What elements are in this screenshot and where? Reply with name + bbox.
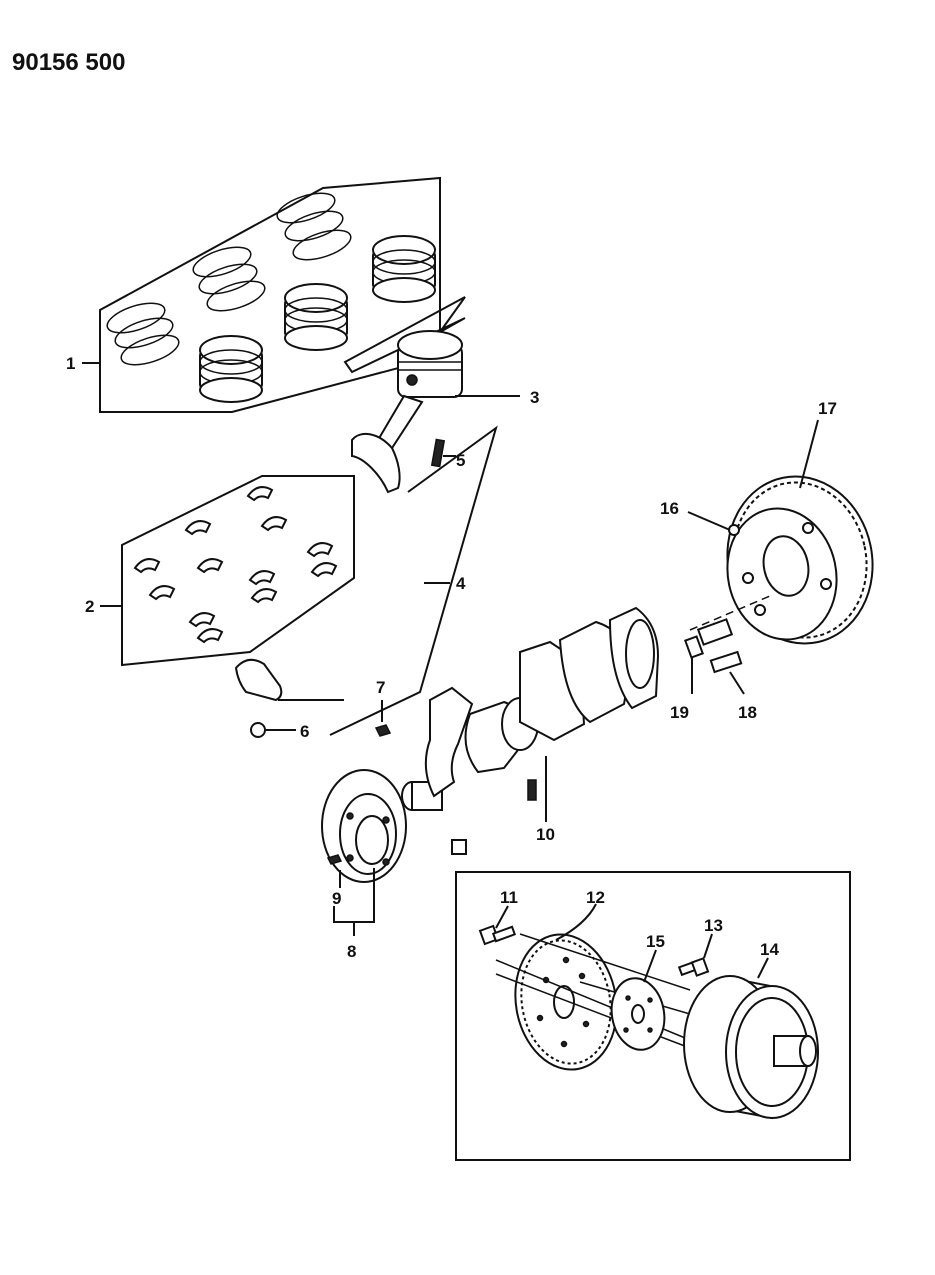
crankshaft [401, 606, 660, 855]
callout-12: 12 [586, 888, 605, 907]
callout-19: 19 [670, 703, 689, 722]
callout-10: 10 [536, 825, 555, 844]
callout-18: 18 [738, 703, 757, 722]
flywheel [726, 475, 874, 645]
damper-pulley [321, 769, 407, 883]
callout-15: 15 [646, 932, 665, 951]
pulley-14 [683, 975, 819, 1120]
crank-bolt-11 [478, 924, 517, 946]
drive-plate [514, 933, 618, 1071]
ring-pack-2 [284, 283, 348, 351]
rod-cap [234, 658, 344, 738]
flywheel-bolt [684, 618, 734, 659]
connecting-rod [351, 394, 446, 494]
key-7 [374, 724, 392, 737]
piston [397, 330, 463, 398]
callout-9: 9 [332, 889, 341, 908]
callout-1: 1 [66, 354, 75, 373]
piston-ring-set [99, 176, 441, 413]
callout-4: 4 [456, 574, 466, 593]
ring-pack-3 [372, 235, 436, 303]
callout-17: 17 [818, 399, 837, 418]
callout-2: 2 [85, 597, 94, 616]
callout-14: 14 [760, 940, 779, 959]
dowel-pin [709, 650, 743, 674]
key-9 [326, 854, 343, 865]
inset-box [455, 871, 851, 1161]
callout-6: 6 [300, 722, 309, 741]
callout-11: 11 [500, 888, 518, 907]
callout-5: 5 [456, 451, 465, 470]
callout-8: 8 [347, 942, 356, 961]
pulley-bolt-13 [677, 957, 710, 977]
ring-pack-1 [199, 335, 263, 403]
plate-15 [610, 977, 666, 1051]
callout-16: 16 [660, 499, 679, 518]
document-code: 90156 500 [12, 49, 125, 76]
callout-7: 7 [376, 678, 385, 697]
callout-13: 13 [704, 916, 723, 935]
bearing-set [121, 475, 355, 667]
callout-3: 3 [530, 388, 539, 407]
